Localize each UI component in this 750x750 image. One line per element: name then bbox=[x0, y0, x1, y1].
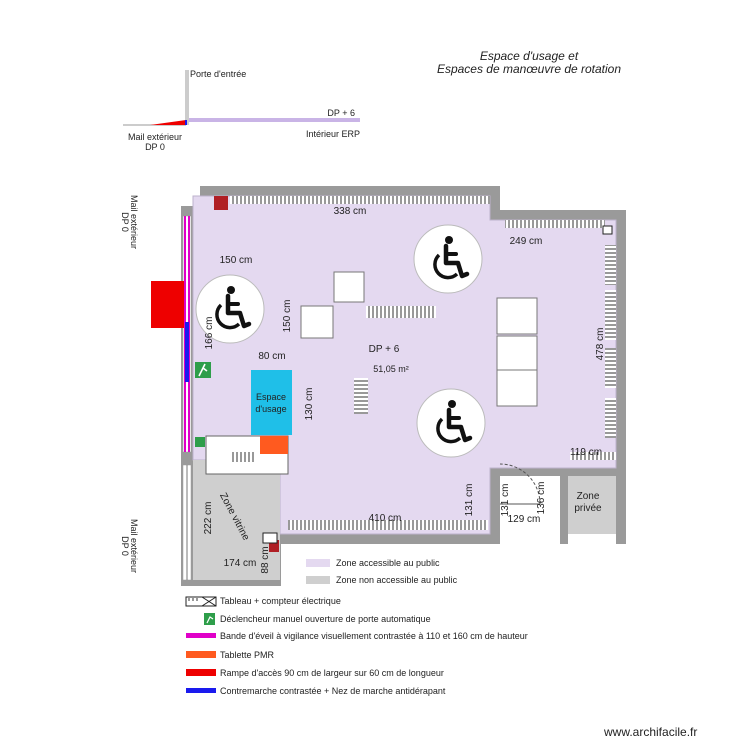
door-trigger-icon bbox=[195, 437, 205, 447]
legend-electrical-icon bbox=[185, 596, 217, 607]
title-line-2: Espaces de manœuvre de rotation bbox=[437, 62, 621, 76]
mail-ext-bottom-line2: DP 0 bbox=[120, 536, 130, 556]
espace-usage-line2: d'usage bbox=[255, 404, 286, 414]
room-level: DP + 6 bbox=[369, 344, 400, 355]
dim-166: 166 cm bbox=[204, 317, 215, 350]
dp0-label: DP 0 bbox=[145, 142, 165, 152]
legend-label-tablet: Tablette PMR bbox=[220, 650, 275, 660]
credit-link[interactable]: www.archifacile.fr bbox=[604, 725, 698, 739]
mail-ext-top-line2: DP 0 bbox=[120, 212, 130, 232]
shelf-center bbox=[366, 306, 436, 318]
dim-249: 249 cm bbox=[510, 236, 543, 247]
dim-410: 410 cm bbox=[369, 513, 402, 524]
display-stand bbox=[354, 378, 368, 414]
legend-swatch-band bbox=[186, 633, 216, 638]
zone-privee-line1: Zone bbox=[577, 491, 600, 502]
ramp-section bbox=[150, 120, 186, 125]
dim-131-a: 131 cm bbox=[464, 484, 475, 517]
zone-privee-line2: privée bbox=[574, 503, 602, 514]
shelf-right-1 bbox=[605, 245, 616, 285]
furniture-block bbox=[496, 297, 538, 335]
shelf-top bbox=[230, 196, 490, 204]
dim-222: 222 cm bbox=[203, 502, 214, 535]
inside-label: Intérieur ERP bbox=[306, 129, 360, 139]
furniture-block bbox=[496, 335, 538, 371]
legend-label-nonpublic: Zone non accessible au public bbox=[336, 575, 458, 585]
shelf-right-3 bbox=[605, 348, 616, 388]
shelf-bottom-right bbox=[570, 452, 616, 460]
espace-usage-line1: Espace bbox=[256, 392, 286, 402]
dim-130: 130 cm bbox=[304, 388, 315, 421]
title-line-1: Espace d'usage et bbox=[480, 49, 579, 63]
furniture-block bbox=[300, 305, 334, 339]
shelf-top-right bbox=[505, 220, 605, 228]
exit-sign-icon bbox=[195, 362, 211, 378]
legend-label-band: Bande d'éveil à vigilance visuellement c… bbox=[220, 631, 528, 641]
electrical-panel-icon bbox=[214, 196, 279, 552]
dp6-label: DP + 6 bbox=[327, 108, 355, 118]
zone-privee bbox=[568, 476, 616, 534]
shelf-bottom bbox=[288, 520, 488, 530]
door-label: Porte d'entrée bbox=[190, 69, 246, 79]
legend-exit-icon bbox=[204, 613, 215, 625]
mail-ext-bottom-line1: Mail extérieur bbox=[129, 519, 139, 573]
mail-ext-top-line1: Mail extérieur bbox=[129, 195, 139, 249]
legend bbox=[185, 559, 330, 693]
room-area: 51,05 m² bbox=[373, 364, 409, 374]
door-swing-icon bbox=[499, 463, 541, 505]
wheelchair-icon bbox=[414, 225, 482, 293]
legend-swatch-tablet bbox=[186, 651, 216, 658]
legend-label-ramp: Rampe d'accès 90 cm de largeur sur 60 cm… bbox=[220, 668, 444, 678]
access-ramp bbox=[151, 281, 184, 328]
shelf-right-2 bbox=[605, 290, 616, 340]
espace-usage bbox=[251, 370, 292, 435]
legend-label-trigger: Déclencheur manuel ouverture de porte au… bbox=[220, 614, 431, 624]
dim-150-b: 150 cm bbox=[282, 300, 293, 333]
zone-vitrine bbox=[193, 460, 280, 580]
outside-label: Mail extérieur bbox=[128, 132, 182, 142]
wheelchair-icon bbox=[417, 389, 485, 457]
dim-80: 80 cm bbox=[258, 351, 285, 362]
mail-exterior-labels: Mail extérieur DP 0 Mail extérieur DP 0 bbox=[120, 195, 139, 573]
door-jamb bbox=[185, 70, 189, 125]
dim-131-b: 131 cm bbox=[500, 484, 511, 517]
legend-swatch-public bbox=[306, 559, 330, 567]
legend-label-nosing: Contremarche contrastée + Nez de marche … bbox=[220, 686, 446, 696]
dimensions: 338 cm 249 cm 150 cm 150 cm 166 cm 80 cm… bbox=[203, 206, 606, 574]
dim-88: 88 cm bbox=[260, 546, 271, 573]
entrance-section: Porte d'entrée DP + 6 Mail extérieur DP … bbox=[123, 69, 360, 152]
tablette-pmr bbox=[260, 436, 288, 454]
legend-label-public: Zone accessible au public bbox=[336, 558, 440, 568]
furniture-block bbox=[333, 271, 365, 303]
legend-swatch-nosing bbox=[186, 688, 216, 693]
dim-478: 478 cm bbox=[595, 328, 606, 361]
legend-swatch-ramp bbox=[186, 669, 216, 676]
dim-174: 174 cm bbox=[224, 558, 257, 569]
dim-129: 129 cm bbox=[508, 514, 541, 525]
furniture-block bbox=[496, 369, 538, 407]
dim-150-a: 150 cm bbox=[220, 255, 253, 266]
shelf-right-4 bbox=[605, 398, 616, 438]
legend-swatch-nonpublic bbox=[306, 576, 330, 584]
dim-119: 119 cm bbox=[570, 447, 602, 458]
dim-136: 136 cm bbox=[536, 482, 547, 515]
dim-338: 338 cm bbox=[334, 206, 367, 217]
legend-label-electrical: Tableau + compteur électrique bbox=[220, 596, 341, 606]
